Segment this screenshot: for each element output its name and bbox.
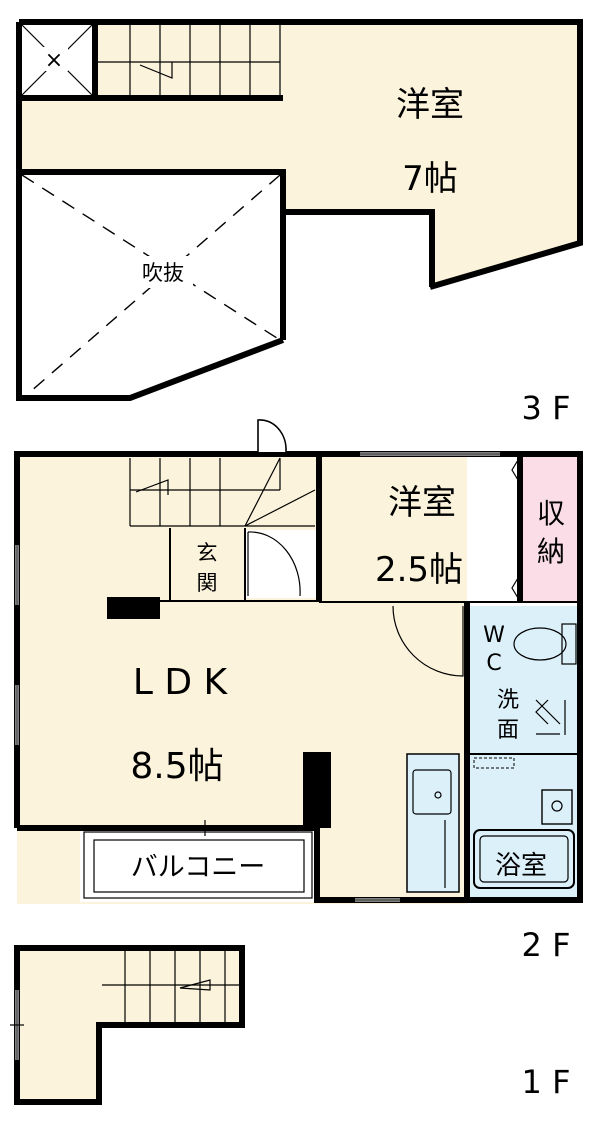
storage-mark: ×	[45, 48, 63, 73]
closet-door	[511, 459, 519, 481]
wc-label-2: C	[486, 651, 501, 676]
wall-3f-left	[16, 22, 285, 401]
laundry-pan	[473, 757, 515, 769]
balcony-label: バルコニー	[131, 852, 265, 883]
washroom-label-2: 面	[497, 718, 519, 743]
void-diag-2	[29, 174, 281, 393]
column-ldk	[303, 752, 331, 828]
room-3f-name: 洋室	[396, 85, 464, 125]
bedroom-name: 洋室	[388, 483, 456, 523]
wall-1f-outer	[14, 945, 245, 1105]
closet-label-1: 収	[537, 497, 565, 530]
bath-label: 浴室	[495, 851, 547, 881]
entrance-door	[247, 531, 301, 597]
entrance-white	[245, 530, 317, 598]
balcony	[83, 831, 313, 899]
entrance-label-2: 関	[197, 571, 218, 595]
wc-wash-fill	[467, 606, 580, 754]
bathtub	[473, 829, 575, 889]
entrance-label-1: 玄	[197, 541, 218, 565]
floor-2: 洋室 2.5帖 収 納 玄 関 L D K 8.5帖 W C 洗 面 浴室 バル…	[14, 419, 583, 964]
bedroom-size: 2.5帖	[375, 550, 463, 590]
kitchen-sink	[412, 769, 452, 815]
wc-label-1: W	[483, 623, 505, 648]
bathtub-inner	[479, 835, 569, 883]
column-entrance	[107, 597, 160, 619]
stairs-1f	[102, 951, 239, 1022]
void-label: 吹抜	[142, 261, 184, 285]
washbasin-icon	[535, 699, 566, 735]
closet-fill	[520, 454, 580, 602]
closet-label-2: 納	[537, 535, 565, 568]
floor-3-label: 3 F	[522, 389, 571, 427]
washroom-label-1: 洗	[497, 688, 519, 713]
stairs-2f	[129, 457, 316, 527]
ldk-size: 8.5帖	[130, 746, 223, 787]
floor-2-label: 2 F	[522, 926, 571, 964]
room-3f-western-fill	[19, 22, 580, 285]
room-3f-size: 7帖	[402, 159, 458, 199]
wall-2f-outer	[14, 451, 583, 903]
floor-1-label: 1 F	[522, 1063, 571, 1101]
door-top	[257, 419, 287, 453]
stairs-3f	[98, 25, 281, 95]
wall-3f-inner	[283, 209, 435, 287]
wall-3f-void	[19, 169, 286, 340]
floor-3: × 吹抜 洋室 7帖 3 F	[16, 19, 583, 427]
floor-1: 1 F	[10, 945, 571, 1105]
toilet-icon	[513, 623, 577, 665]
bedroom-door	[392, 605, 464, 677]
bath-faucet	[541, 789, 573, 825]
ldk-name: L D K	[133, 662, 229, 703]
